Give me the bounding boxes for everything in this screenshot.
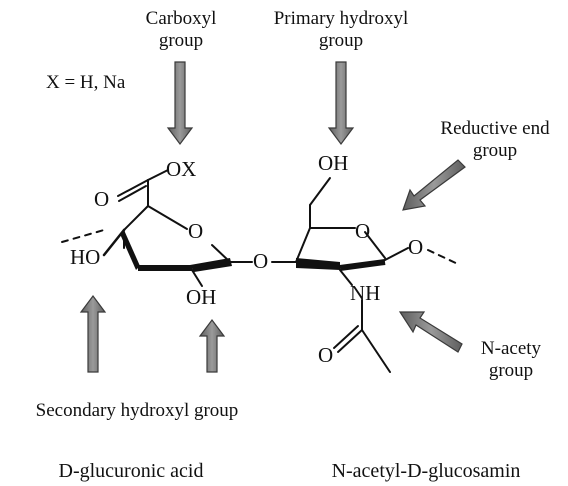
primary-hydroxyl-group-label: Primary hydroxyl group <box>256 8 426 52</box>
glucosamine-ring <box>271 177 461 373</box>
primary-hydroxyl-label-line1: Primary hydroxyl <box>273 8 409 29</box>
n-acetyl-arrow <box>398 311 463 353</box>
amide-nh-atom: NH <box>350 281 381 305</box>
n-acetyl-label-line2: group <box>488 360 534 381</box>
reductive-end-oxygen-atom: O <box>408 235 424 259</box>
glycosidic-oxygen-atom: O <box>253 249 269 273</box>
glucuronic-acid-ring <box>61 169 253 287</box>
reductive-end-arrow <box>402 159 466 211</box>
carboxyl-ox-atom: OX <box>166 157 197 181</box>
ring-oxygen-left-atom: O <box>188 219 204 243</box>
reductive-end-label-line2: group <box>472 140 518 161</box>
secondary-hydroxyl-arrow-left <box>79 295 107 373</box>
glucosamine-unit-label: N-acetyl-D-glucosamin <box>331 460 521 482</box>
n-acetyl-group-label: N-acety group <box>462 338 560 382</box>
carboxyl-group-label: Carboxyl group <box>122 8 240 52</box>
reductive-end-group-label: Reductive end group <box>428 118 562 162</box>
primary-hydroxyl-oh-atom: OH <box>318 151 349 175</box>
secondary-hydroxyl-arrow-right <box>198 319 226 373</box>
glucuronic-acid-unit-label: D-glucuronic acid <box>58 460 204 482</box>
secondary-hydroxyl-group-label: Secondary hydroxyl group <box>35 400 239 421</box>
acetyl-oxygen-atom: O <box>318 343 334 367</box>
carboxyl-label-line1: Carboxyl <box>145 8 217 29</box>
carboxyl-label-line2: group <box>158 30 204 51</box>
ring-oxygen-right-atom: O <box>355 219 371 243</box>
primary-hydroxyl-arrow <box>327 61 355 145</box>
x-definition-label: X = H, Na <box>46 72 126 93</box>
secondary-hydroxyl-oh-atom: OH <box>186 285 217 309</box>
carboxyl-arrow <box>166 61 194 145</box>
primary-hydroxyl-label-line2: group <box>318 30 364 51</box>
carbonyl-o-atom: O <box>94 187 110 211</box>
n-acetyl-label-line1: N-acety <box>480 338 542 359</box>
secondary-hydroxyl-ho-atom: HO <box>70 245 101 269</box>
reductive-end-label-line1: Reductive end <box>440 118 550 139</box>
